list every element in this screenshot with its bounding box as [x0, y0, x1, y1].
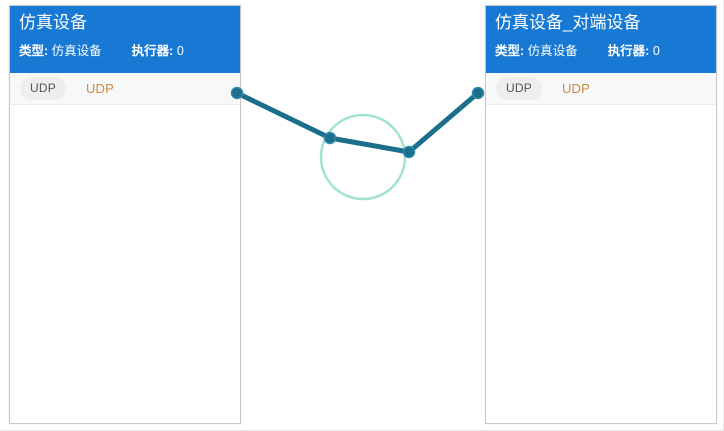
node-exec-key-right: 执行器:	[607, 44, 650, 58]
port-badge-right-udp[interactable]: UDP	[496, 77, 542, 100]
node-meta-right: 类型: 仿真设备 执行器: 0	[495, 41, 707, 61]
node-type-key-left: 类型:	[19, 44, 49, 58]
port-row-left-udp[interactable]: UDP UDP	[10, 73, 240, 105]
connection-line[interactable]	[234, 90, 481, 155]
node-meta-left: 类型: 仿真设备 执行器: 0	[19, 41, 231, 61]
connection-dot-2[interactable]	[402, 145, 416, 159]
node-title-left: 仿真设备	[19, 13, 87, 32]
node-title-right: 仿真设备_对端设备	[495, 13, 641, 32]
node-type-value-right: 仿真设备	[527, 44, 578, 58]
connection-endpoint-dots[interactable]	[230, 86, 485, 159]
node-exec-value-left: 0	[176, 44, 184, 58]
node-header-left: 仿真设备 类型: 仿真设备 执行器: 0	[10, 6, 240, 73]
port-label-left-udp: UDP	[85, 81, 114, 96]
device-node-left[interactable]: 仿真设备 类型: 仿真设备 执行器: 0 UDP UDP	[9, 5, 241, 424]
node-exec-right: 执行器: 0	[608, 41, 660, 61]
port-label-right-udp: UDP	[561, 81, 590, 96]
device-node-right[interactable]: 仿真设备_对端设备 类型: 仿真设备 执行器: 0 UDP UDP	[485, 5, 717, 424]
port-badge-left-udp[interactable]: UDP	[20, 77, 66, 100]
node-type-key-right: 类型:	[495, 44, 525, 58]
connection-dot-1[interactable]	[323, 131, 337, 145]
node-body-left: UDP UDP	[10, 73, 240, 423]
node-exec-key-left: 执行器:	[131, 44, 174, 58]
node-exec-left: 执行器: 0	[132, 41, 184, 61]
node-type-right: 类型: 仿真设备	[495, 41, 578, 61]
node-type-left: 类型: 仿真设备	[19, 41, 102, 61]
connection-hub-circle[interactable]	[319, 113, 407, 201]
node-body-right: UDP UDP	[486, 73, 716, 423]
node-header-right: 仿真设备_对端设备 类型: 仿真设备 执行器: 0	[486, 6, 716, 73]
port-row-right-udp[interactable]: UDP UDP	[486, 73, 716, 105]
node-type-value-left: 仿真设备	[51, 44, 102, 58]
node-exec-value-right: 0	[652, 44, 660, 58]
connection-dot-3[interactable]	[471, 86, 485, 100]
